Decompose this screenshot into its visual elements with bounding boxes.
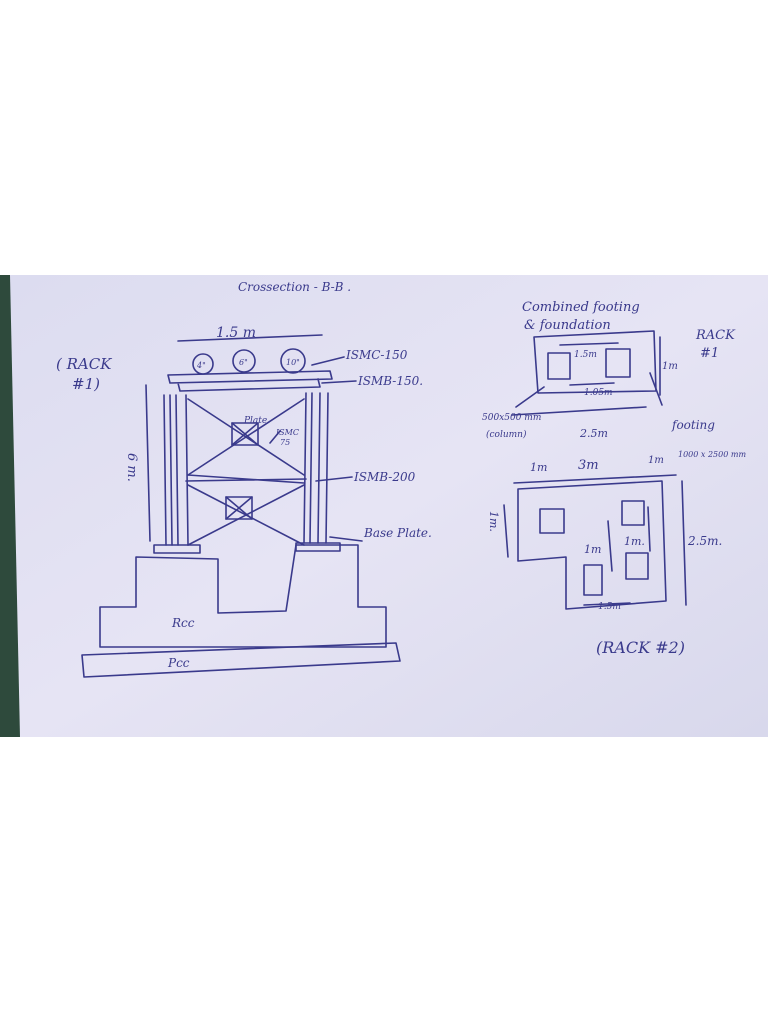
- pipe-4in: [192, 353, 214, 375]
- cf-length-dim: 2.5m: [579, 427, 608, 440]
- column-size-line2: (column): [486, 429, 527, 440]
- cross-section-drawing: [81, 334, 401, 678]
- height-dimension: 6 m.: [124, 453, 139, 482]
- pipe-10in-label: 10": [286, 358, 300, 367]
- width-dimension: 1.5 m: [216, 325, 256, 341]
- column-left-plan: [547, 352, 571, 380]
- rack2-column-1: [539, 508, 565, 534]
- rack2-dim-inner-2: 1m.: [624, 535, 645, 548]
- ismb-200-label: ISMB-200: [353, 470, 416, 484]
- bracing: [185, 398, 307, 546]
- rack2-dim-top-right: 1m: [648, 455, 664, 466]
- rack1-label-line2: #1): [72, 375, 100, 393]
- cf-top-dim: 1.5m: [574, 350, 597, 360]
- rack2-outline: [517, 480, 667, 610]
- column-left: [163, 394, 189, 546]
- rack2-dim-inner-1: 1m: [584, 543, 601, 556]
- plate-label: Plate.: [243, 416, 270, 426]
- footing-size: 1000 x 2500 mm: [678, 450, 746, 459]
- pipe-10in: [280, 348, 306, 374]
- rack1-right-line2: #1: [700, 346, 719, 361]
- ismb-150-label: ISMB-150.: [357, 374, 423, 388]
- cross-section-title: Crossection - B-B .: [238, 280, 351, 294]
- rcc-label: Rcc: [171, 616, 195, 630]
- ismc-150-label: ISMC-150: [345, 348, 408, 362]
- column-right-plan: [605, 348, 631, 378]
- rack2-plan-drawing: [503, 474, 687, 610]
- plate-lower: [225, 496, 253, 520]
- ismc-75-label-line2: 75: [280, 438, 290, 447]
- column-right: [303, 392, 329, 544]
- width-dim-line: [177, 334, 323, 342]
- top-beam: [167, 370, 333, 392]
- rack2-dim-right: 2.5m.: [687, 534, 722, 548]
- pipe-6in: [232, 349, 256, 373]
- cf-bottom-dim: 1.05m: [584, 388, 613, 398]
- rack2-column-3: [625, 552, 649, 580]
- combined-footing-line1: Combined footing: [522, 300, 640, 315]
- combined-footing-drawing: [511, 330, 663, 416]
- rack2-column-2: [621, 500, 645, 526]
- column-size-line1: 500x500 mm: [482, 413, 541, 423]
- pcc-label: Pcc: [167, 656, 190, 670]
- base-plate-label: Base Plate.: [363, 526, 432, 540]
- height-dim-line: [145, 384, 151, 542]
- rack2-dim-top-left: 1m: [530, 461, 547, 474]
- combined-footing-line2: & foundation: [524, 318, 611, 333]
- rack2-dim-top-mid: 3m: [578, 458, 599, 473]
- ismc-75-label-line1: ISMC: [275, 428, 299, 437]
- pipe-4in-label: 4": [196, 361, 206, 370]
- rcc-footing: [99, 544, 387, 648]
- rack2-dim-bottom: 1.5m: [598, 602, 621, 612]
- rack1-label-line1: ( RACK: [56, 355, 112, 373]
- cf-right-dim: 1m: [662, 361, 678, 372]
- rack2-label: (RACK #2): [596, 638, 685, 657]
- footing-label: footing: [671, 418, 715, 432]
- plate-upper: [231, 422, 259, 446]
- rack1-right-line1: RACK: [695, 328, 736, 343]
- rack2-dim-left: 1m.: [487, 511, 500, 532]
- base-plate-left: [153, 544, 201, 554]
- sketch-photo: Crossection - B-B . ( RACK #1) 1.5 m 6 m…: [0, 275, 768, 737]
- rack2-column-4: [583, 564, 603, 596]
- pcc-layer: [81, 642, 401, 678]
- pipe-6in-label: 6": [239, 358, 248, 367]
